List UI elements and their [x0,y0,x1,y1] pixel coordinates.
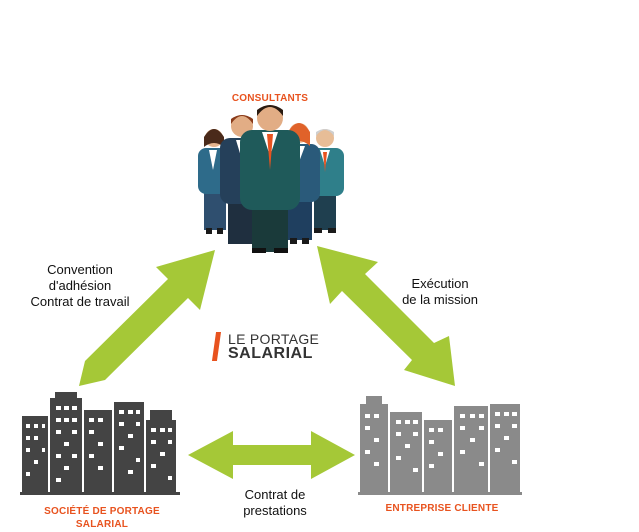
societe-title: SOCIÉTÉ DE PORTAGE SALARIAL [22,505,182,531]
entreprise-title: ENTREPRISE CLIENTE [385,503,499,514]
consultants-illustration [198,105,344,253]
logo-bar-icon [211,332,222,361]
le-portage-salarial-logo: LE PORTAGE SALARIAL [211,330,329,364]
societe-buildings-illustration [20,392,180,495]
edge-label-left-line1: Convention [47,262,113,277]
edge-label-right: Exécution de la mission [380,276,500,308]
edge-label-bottom-line1: Contrat de [244,487,306,502]
edge-label-right-line2: de la mission [402,292,478,307]
edge-label-left: Convention d'adhésion Contrat de travail [10,262,150,310]
entreprise-buildings-illustration [358,396,522,495]
edge-label-bottom: Contrat de prestations [220,487,330,519]
edge-label-right-line1: Exécution [411,276,469,291]
societe-title-line1: SOCIÉTÉ DE PORTAGE [44,506,160,517]
arrow-right-diagonal [317,246,455,386]
logo-line1: LE PORTAGE [228,331,320,347]
edge-label-bottom-line2: prestations [243,503,307,518]
edge-label-left-line2: d'adhésion [48,278,112,293]
arrow-bottom-horizontal [188,431,355,479]
entreprise-buildings-windows [365,412,517,472]
logo-line2: SALARIAL [228,345,313,362]
arrow-left-diagonal [79,250,215,386]
edge-label-left-line3: Contrat de travail [30,294,130,309]
societe-title-line2: SALARIAL [75,519,129,530]
societe-buildings-windows [26,406,172,482]
person-3 [240,105,300,253]
consultants-title: CONSULTANTS [231,93,309,104]
